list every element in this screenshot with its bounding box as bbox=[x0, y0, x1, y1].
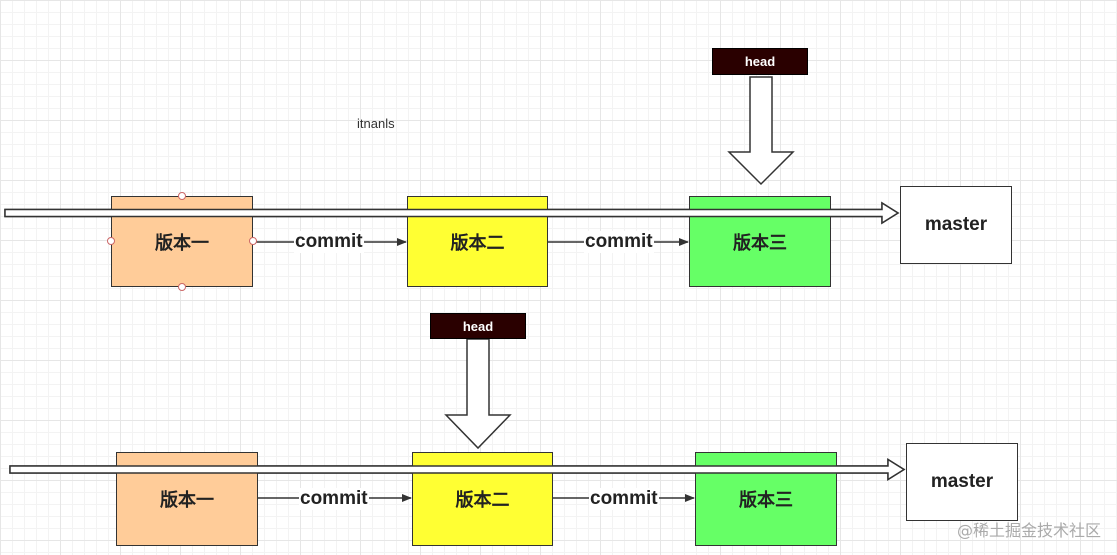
master-box-bottom[interactable]: master bbox=[906, 443, 1018, 521]
head-label-top: head bbox=[712, 48, 808, 75]
commit-label-bottom-2: commit bbox=[589, 488, 659, 510]
version-one-label: 版本一 bbox=[160, 490, 214, 511]
selection-handle-left[interactable] bbox=[107, 237, 115, 245]
watermark-text: @稀土掘金技术社区 bbox=[956, 521, 1101, 540]
commit-label-bottom-1: commit bbox=[299, 488, 369, 510]
version-two-label: 版本二 bbox=[450, 232, 505, 254]
commit-label-top-1: commit bbox=[294, 231, 364, 253]
head-label-bottom: head bbox=[430, 313, 526, 339]
head-pointer-arrow-top bbox=[727, 76, 795, 186]
version-three-label: 版本三 bbox=[733, 232, 787, 254]
commit-label-top-2: commit bbox=[584, 231, 654, 253]
selection-handle-right[interactable] bbox=[249, 237, 257, 245]
version-one-label: 版本一 bbox=[155, 232, 209, 254]
master-box-top[interactable]: master bbox=[900, 186, 1012, 264]
note-text: itnanls bbox=[357, 116, 395, 131]
selection-handle-top[interactable] bbox=[178, 192, 186, 200]
version-three-label: 版本三 bbox=[739, 490, 793, 511]
master-label: master bbox=[930, 471, 994, 492]
version-two-label: 版本二 bbox=[455, 490, 510, 511]
head-pointer-arrow-bottom bbox=[444, 338, 512, 450]
selection-handle-bottom[interactable] bbox=[178, 283, 186, 291]
master-label: master bbox=[924, 214, 988, 235]
